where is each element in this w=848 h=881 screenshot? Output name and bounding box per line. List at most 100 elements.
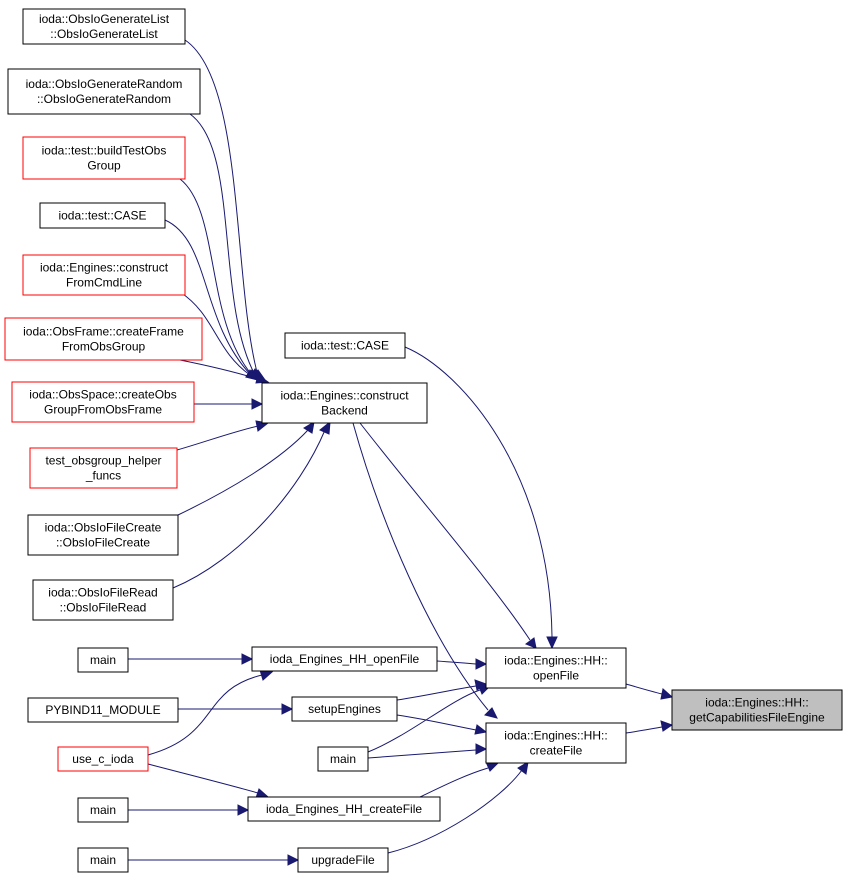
node-label: ioda::Engines::construct [280,389,409,403]
node-box [247,796,441,822]
node-hh-openfile[interactable]: ioda::Engines::HH::openFile [485,647,627,689]
node-box [4,317,203,361]
node-label: FromObsGroup [62,340,146,354]
node-label: createFile [530,744,583,758]
node-gen-list[interactable]: ioda::ObsIoGenerateList::ObsIoGenerateLi… [22,8,186,45]
node-main3[interactable]: main [77,847,129,873]
node-setup-engines[interactable]: setupEngines [291,696,398,722]
node-main2[interactable]: main [77,797,129,823]
node-hh-createfile-c[interactable]: ioda_Engines_HH_createFile [247,796,441,822]
node-label: _funcs [85,469,121,483]
node-label: ioda::Engines::HH:: [504,654,607,668]
edge-main3-to-upgrade_file [128,854,300,866]
edge-hh_openfile_c-to-hh_openfile [436,658,488,670]
node-box [11,381,195,423]
edge-construct_backend-to-hh_createfile [352,422,498,719]
node-file-create[interactable]: ioda::ObsIoFileCreate::ObsIoFileCreate [27,514,179,556]
edge-main_mid-to-hh_createfile [367,743,488,759]
node-box [7,68,201,115]
node-label: Group [87,159,121,173]
nodes: ioda::ObsIoGenerateList::ObsIoGenerateLi… [4,8,843,873]
node-box [297,847,389,873]
edge-test_helper-to-construct_backend [176,420,270,451]
edge-case2-to-hh_openfile [404,346,558,650]
node-label: openFile [533,669,579,683]
node-test-helper[interactable]: test_obsgroup_helper_funcs [29,447,178,489]
node-label: GroupFromObsFrame [44,403,162,417]
node-create-obs-group[interactable]: ioda::ObsSpace::createObsGroupFromObsFra… [11,381,195,423]
node-label: upgradeFile [311,853,375,867]
node-label: ioda::test::CASE [301,339,389,353]
node-label: ::ObsIoGenerateRandom [37,92,171,106]
node-label: getCapabilitiesFileEngine [689,711,825,725]
node-label: ioda::ObsIoFileCreate [45,521,162,535]
node-hh-openfile-c[interactable]: ioda_Engines_HH_openFile [251,646,438,672]
edge-main1-to-hh_openfile_c [128,653,254,665]
node-label: ioda::ObsIoFileRead [48,586,157,600]
edge-use_c_ioda-to-hh_createfile_c [147,763,270,799]
node-label: main [90,853,116,867]
edge-hh_createfile-to-get_caps [625,720,674,734]
node-get-caps[interactable]: ioda::Engines::HH::getCapabilitiesFileEn… [671,689,843,731]
node-box [261,382,428,424]
edge-construct_backend-to-hh_openfile [359,422,537,649]
node-box [317,746,369,772]
edge-file_read-to-construct_backend [172,420,331,589]
edge-setup_engines-to-hh_createfile [396,714,488,735]
edge-hh_createfile_c-to-hh_createfile [419,761,500,798]
node-label: use_c_ioda [72,752,134,766]
node-label: setupEngines [308,702,381,716]
node-label: ::ObsIoFileCreate [56,536,150,550]
node-pybind[interactable]: PYBIND11_MODULE [27,697,179,723]
node-label: PYBIND11_MODULE [45,703,160,717]
node-box [284,332,406,359]
node-label: ioda::ObsIoGenerateList [39,12,170,26]
node-label: ioda::Engines::HH:: [705,696,808,710]
node-box [77,847,129,873]
node-label: ioda::ObsIoGenerateRandom [26,77,183,91]
node-box [671,689,843,731]
node-label: test_obsgroup_helper [45,454,161,468]
node-box [22,136,186,180]
node-label: ::ObsIoFileRead [60,601,147,615]
edge-hh_openfile-to-get_caps [625,683,674,700]
node-box [32,579,174,621]
edge-upgrade_file-to-hh_createfile [387,761,529,854]
node-upgrade-file[interactable]: upgradeFile [297,847,389,873]
node-box [485,647,627,689]
node-label: main [90,653,116,667]
edges [128,39,674,866]
node-label: ioda::test::buildTestObs [42,144,167,158]
node-label: ioda::ObsFrame::createFrame [23,325,184,339]
node-label: main [330,752,356,766]
edge-construct_cmd-to-construct_backend [179,291,260,381]
node-label: ioda_Engines_HH_createFile [266,802,422,816]
node-case2[interactable]: ioda::test::CASE [284,332,406,359]
node-box [251,646,438,672]
edge-file_create-to-construct_backend [177,421,315,516]
node-box [485,722,627,764]
node-gen-rand[interactable]: ioda::ObsIoGenerateRandom::ObsIoGenerate… [7,68,201,115]
node-label: ioda_Engines_HH_openFile [270,652,420,666]
edge-pybind-to-setup_engines [178,703,294,715]
node-case1[interactable]: ioda::test::CASE [39,202,166,229]
node-hh-createfile[interactable]: ioda::Engines::HH::createFile [485,722,627,764]
node-box [29,447,178,489]
node-main1[interactable]: main [77,647,129,673]
node-box [22,8,186,45]
node-box [57,746,149,772]
node-main-mid[interactable]: main [317,746,369,772]
node-use-c-ioda[interactable]: use_c_ioda [57,746,149,772]
node-box [39,202,166,229]
node-box [22,254,186,296]
node-label: Backend [321,404,368,418]
node-file-read[interactable]: ioda::ObsIoFileRead::ObsIoFileRead [32,579,174,621]
node-box [27,514,179,556]
node-label: FromCmdLine [66,276,142,290]
node-label: main [90,803,116,817]
